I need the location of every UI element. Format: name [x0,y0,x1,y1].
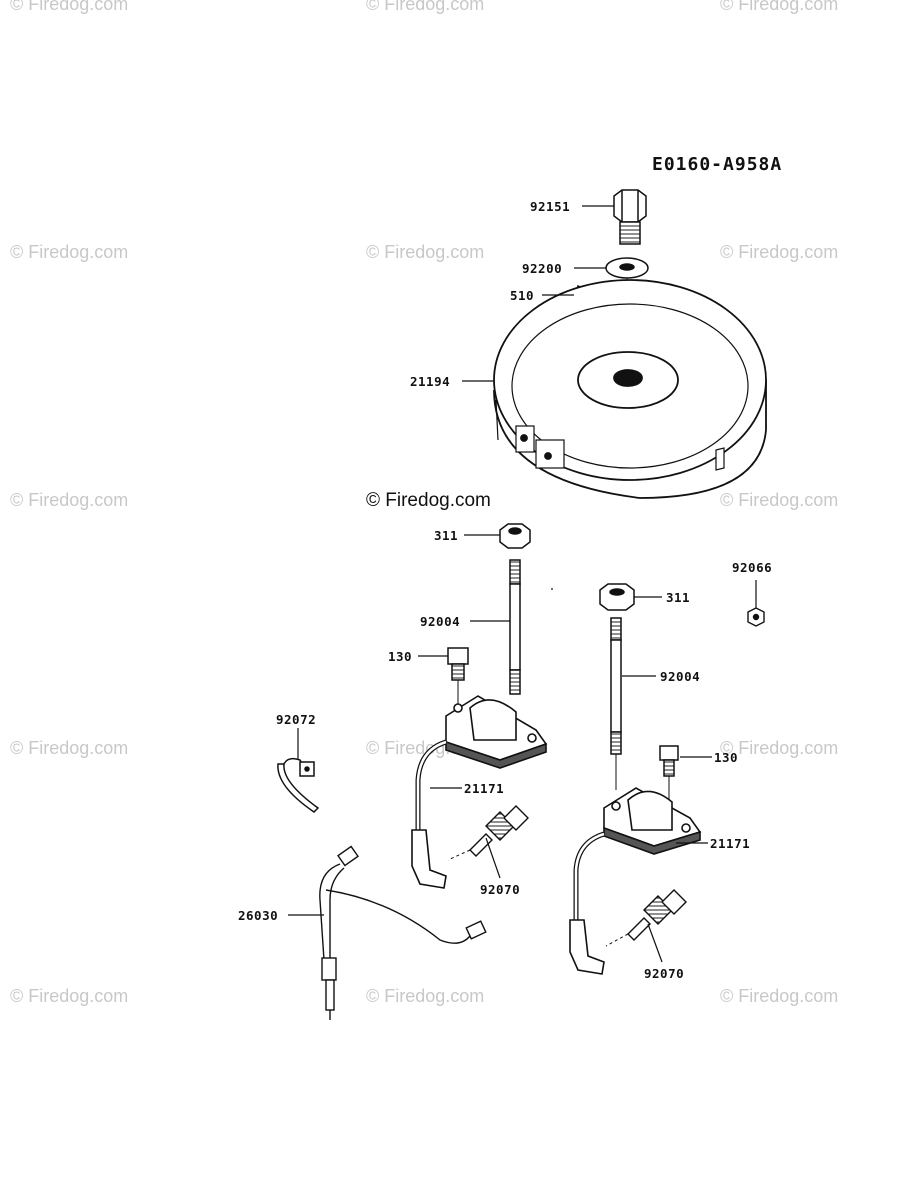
watermark: © Firedog.com [720,986,839,1006]
part-label-130-right: 130 [714,750,739,765]
part-label-130-left: 130 [388,649,413,664]
ignition-coil-21171-left [411,695,548,889]
watermark: © Firedog.com [10,0,129,14]
diagram-code: E0160-A958A [652,154,783,175]
part-label-92066: 92066 [732,560,773,575]
bolt-130-left [447,647,469,706]
leader-lines [288,205,757,963]
watermark: © Firedog.com [10,986,129,1006]
watermark: © Firedog.com [366,986,485,1006]
center-watermark: © Firedog.com [366,490,491,511]
part-label-311-left: 311 [434,528,459,543]
nut-92066 [747,607,765,627]
part-label-21194: 21194 [410,374,451,389]
watermark: © Firedog.com [366,0,485,14]
lead-wire-26030 [319,845,487,1020]
watermark: © Firedog.com [10,738,129,758]
stud-92004-left [509,559,521,695]
nut-311-right [599,583,635,611]
watermark: © Firedog.com [720,242,839,262]
nut-311-left [499,523,531,549]
part-label-92070-left: 92070 [480,882,521,897]
part-label-92004-left: 92004 [420,614,461,629]
clamp-92072 [277,757,320,813]
watermark: © Firedog.com [366,242,485,262]
part-label-92151: 92151 [530,199,571,214]
part-label-26030: 26030 [238,908,279,923]
stud-92004-right [610,617,622,790]
part-label-92072: 92072 [276,712,317,727]
watermark: © Firedog.com [720,0,839,14]
watermark: © Firedog.com [10,490,129,510]
part-label-510: 510 [510,288,535,303]
watermark: © Firedog.com [10,242,129,262]
ignition-coil-21171-right [569,787,702,975]
part-label-92070-right: 92070 [644,966,685,981]
part-label-21171-right: 21171 [710,836,751,851]
watermark: © Firedog.com [720,738,839,758]
flywheel-21194 [493,279,767,499]
part-label-92200: 92200 [522,261,563,276]
spark-plug-92070-right [605,889,687,947]
part-label-21171-left: 21171 [464,781,505,796]
part-label-311-right: 311 [666,590,691,605]
watermark: © Firedog.com [720,490,839,510]
part-label-92004-right: 92004 [660,669,701,684]
spark-plug-92070-left [447,805,529,861]
bolt-92151 [613,189,647,245]
